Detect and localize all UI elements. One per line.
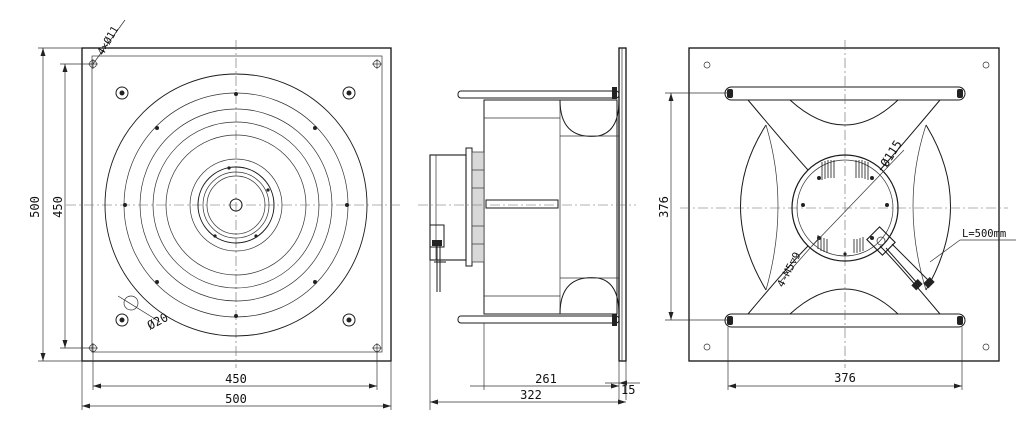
back-motor-leader xyxy=(811,149,905,247)
back-corner-holes xyxy=(703,61,990,351)
side-view: 261 15 322 xyxy=(418,47,640,410)
back-dim-height: 376 xyxy=(657,196,671,218)
side-dim-flange: 15 xyxy=(621,383,635,397)
front-hub-outer xyxy=(197,166,275,244)
back-motor-inner xyxy=(796,159,894,257)
back-cable xyxy=(885,243,931,285)
back-cooling-fins xyxy=(817,160,869,253)
front-dim-height-inner: 450 xyxy=(51,196,65,218)
front-mounting-studs xyxy=(115,86,356,327)
back-cable-leader xyxy=(929,239,961,263)
front-outer-plate xyxy=(81,47,392,362)
back-lobe-right xyxy=(925,124,951,291)
front-shaft xyxy=(229,198,243,212)
front-hub-mid xyxy=(202,171,270,239)
front-hub-inner xyxy=(206,175,266,235)
front-bell-ring-4 xyxy=(152,121,320,289)
side-rail-bottom xyxy=(457,315,620,324)
front-hole-callout: 4×Ø11 xyxy=(95,24,121,57)
back-junction-box xyxy=(866,226,896,256)
back-lobe-left xyxy=(740,124,767,291)
side-motor-plate xyxy=(465,147,473,267)
front-impeller-ring xyxy=(189,158,283,252)
back-cable-length: L=500mm xyxy=(962,228,1006,240)
front-bell-ring-5 xyxy=(165,134,307,276)
back-dim-width: 376 xyxy=(834,371,856,385)
back-motor-outer xyxy=(791,154,899,262)
front-view: Ø20 4×Ø11 450 500 500 450 xyxy=(28,19,400,410)
front-inlet-callout: Ø20 xyxy=(145,310,171,333)
back-plate xyxy=(688,47,1000,362)
side-dim-depth-total: 322 xyxy=(520,388,542,402)
side-motor-body xyxy=(429,154,467,261)
front-bell-ring-3 xyxy=(139,108,333,302)
front-dim-width-outer: 500 xyxy=(225,392,247,406)
back-screw-callout: 4-M5▽9 xyxy=(775,250,803,289)
front-ring-dots xyxy=(123,92,349,318)
side-flange xyxy=(618,47,627,362)
front-dim-width-inner: 450 xyxy=(225,372,247,386)
side-inlet-bell-bottom xyxy=(559,277,620,315)
front-corner-holes xyxy=(88,59,382,353)
side-impeller-body xyxy=(483,99,618,315)
front-inlet-hole xyxy=(123,295,139,311)
side-inlet-bell-top xyxy=(559,99,620,137)
side-shaft xyxy=(485,199,559,209)
back-strut-outline xyxy=(747,99,941,315)
front-bell-outer xyxy=(104,73,368,337)
side-dim-depth-body: 261 xyxy=(535,372,557,386)
front-dim-height-outer: 500 xyxy=(28,196,42,218)
front-inlet-leader xyxy=(117,295,161,323)
back-screw-leader xyxy=(779,237,820,283)
side-rail-top xyxy=(457,90,620,99)
front-hole-leader xyxy=(92,19,126,65)
back-view: Ø115 4-M5▽9 L=500mm 376 376 xyxy=(657,40,1016,390)
front-inner-plate xyxy=(91,55,383,353)
